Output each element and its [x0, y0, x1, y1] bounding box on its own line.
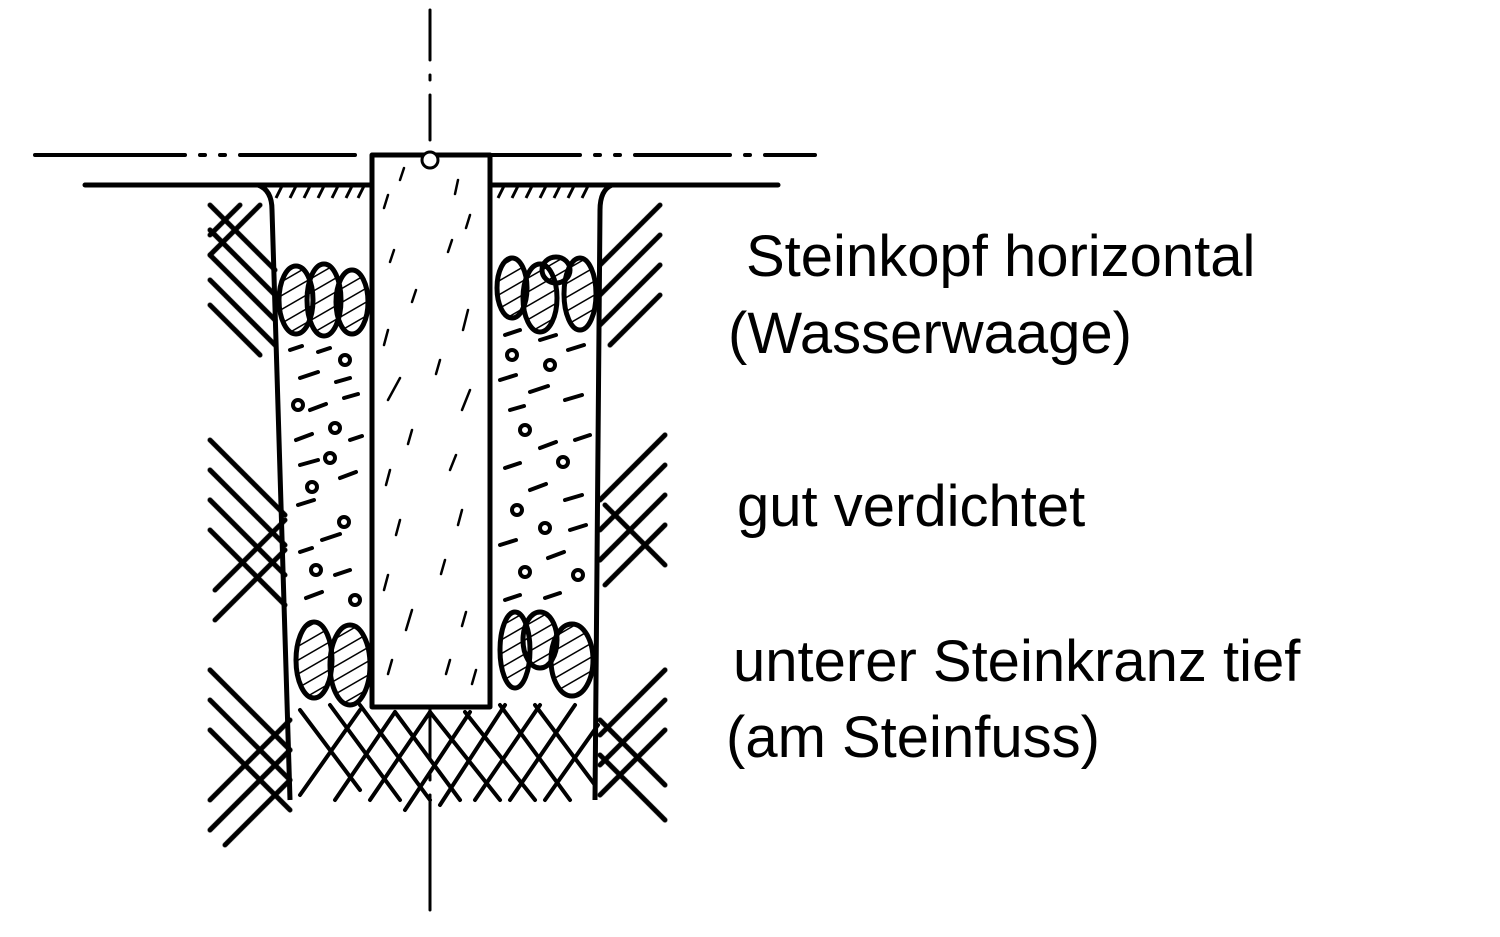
lower-stone-ring: [293, 609, 596, 708]
excavation-pit-outline: [256, 182, 614, 801]
center-mark-icon: [420, 150, 440, 170]
label-lower-stone-ring: unterer Steinkranz tief: [733, 629, 1301, 694]
surface-hatching: [274, 185, 590, 199]
label-at-stone-foot: (am Steinfuss): [726, 705, 1100, 770]
base-gravel: [298, 703, 600, 812]
upper-stone-ring: [276, 254, 599, 339]
compacted-backfill: [288, 328, 592, 607]
label-stone-head-horizontal: Steinkopf horizontal: [746, 224, 1256, 289]
label-spirit-level: (Wasserwaage): [728, 301, 1132, 366]
label-well-compacted: gut verdichtet: [737, 474, 1086, 539]
boundary-stone: [369, 150, 493, 710]
